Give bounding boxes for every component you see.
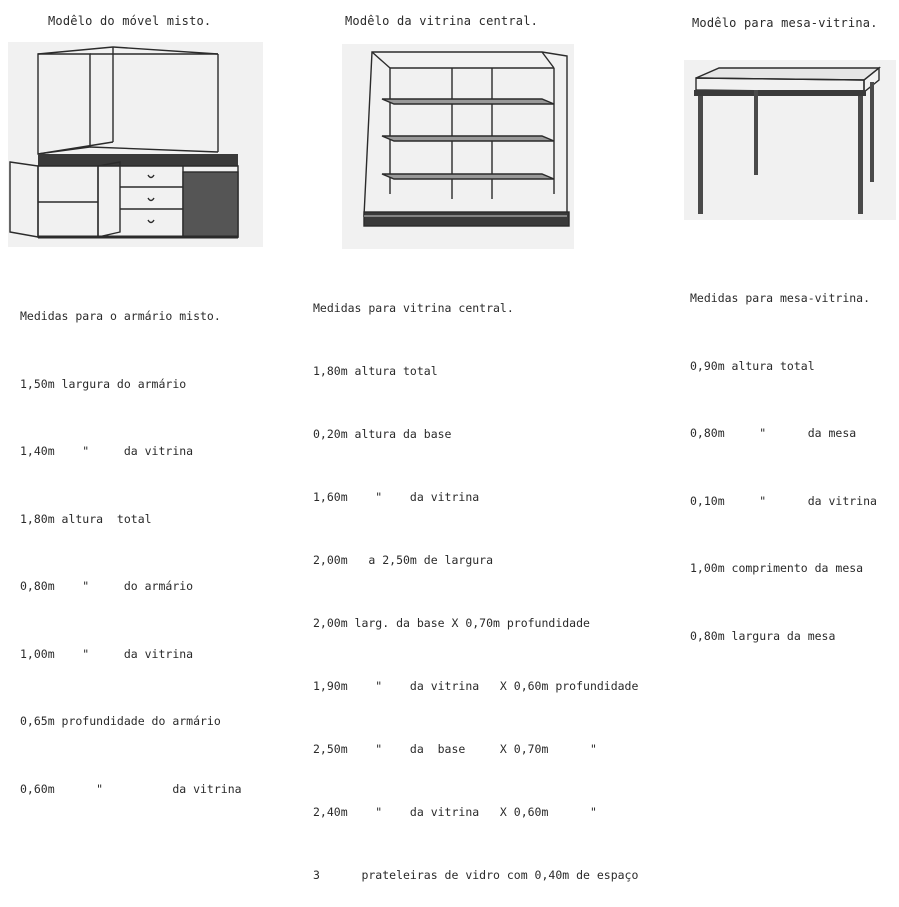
measures-mesa-vitrina: Medidas para mesa-vitrina. 0,90m altura …	[690, 242, 877, 670]
measure-line: 1,50m largura do armário	[20, 376, 187, 391]
measures-armario-misto: Medidas para o armário misto. 1,50m larg…	[20, 260, 242, 823]
measure-line: 0,10m " da vitrina	[690, 493, 877, 508]
measure-line: 1,80m altura total	[20, 511, 152, 526]
measure-line: 1,90m " da vitrina X 0,60m profundidade	[313, 679, 639, 693]
measure-line: 0,60m " da vitrina	[20, 781, 242, 796]
measure-line: 0,65m profundidade do armário	[20, 714, 221, 728]
measures-vitrina-central: Medidas para vitrina central. 1,80m altu…	[313, 256, 638, 907]
measure-line: 0,80m " da mesa	[690, 426, 857, 440]
measure-line: 1,00m " da vitrina	[20, 646, 194, 661]
measure-line: 2,00m a 2,50m de largura	[313, 553, 494, 567]
measure-line: 2,50m " da base X 0,70m "	[313, 742, 597, 756]
measure-line: Medidas para o armário misto.	[20, 309, 221, 323]
measure-line: 0,80m largura da mesa	[690, 628, 836, 643]
measure-line: 1,40m " da vitrina	[20, 444, 194, 458]
measure-line: 1,60m " da vitrina	[313, 490, 480, 504]
measure-line: 0,20m altura da base	[313, 427, 452, 441]
measure-line: 3 prateleiras de vidro com 0,40m de espa…	[313, 868, 639, 882]
measure-line: 2,40m " da vitrina X 0,60m "	[313, 805, 597, 819]
title-movel-misto: Modêlo do móvel misto.	[48, 14, 212, 28]
sketch-movel-misto	[8, 42, 263, 247]
measure-line: 0,90m altura total	[690, 358, 815, 373]
sketch-vitrina-central	[342, 44, 574, 249]
title-vitrina-central: Modêlo da vitrina central.	[345, 14, 539, 28]
measure-line: 1,00m comprimento da mesa	[690, 561, 864, 575]
measure-line: 0,80m " do armário	[20, 579, 194, 593]
sketch-mesa-vitrina	[684, 60, 896, 220]
measure-line: 2,00m larg. da base X 0,70m profundidade	[313, 616, 590, 630]
measure-line: 1,80m altura total	[313, 364, 438, 378]
title-mesa-vitrina: Modêlo para mesa-vitrina.	[692, 16, 878, 30]
measure-line: Medidas para vitrina central.	[313, 301, 514, 315]
measure-line: Medidas para mesa-vitrina.	[690, 291, 871, 305]
